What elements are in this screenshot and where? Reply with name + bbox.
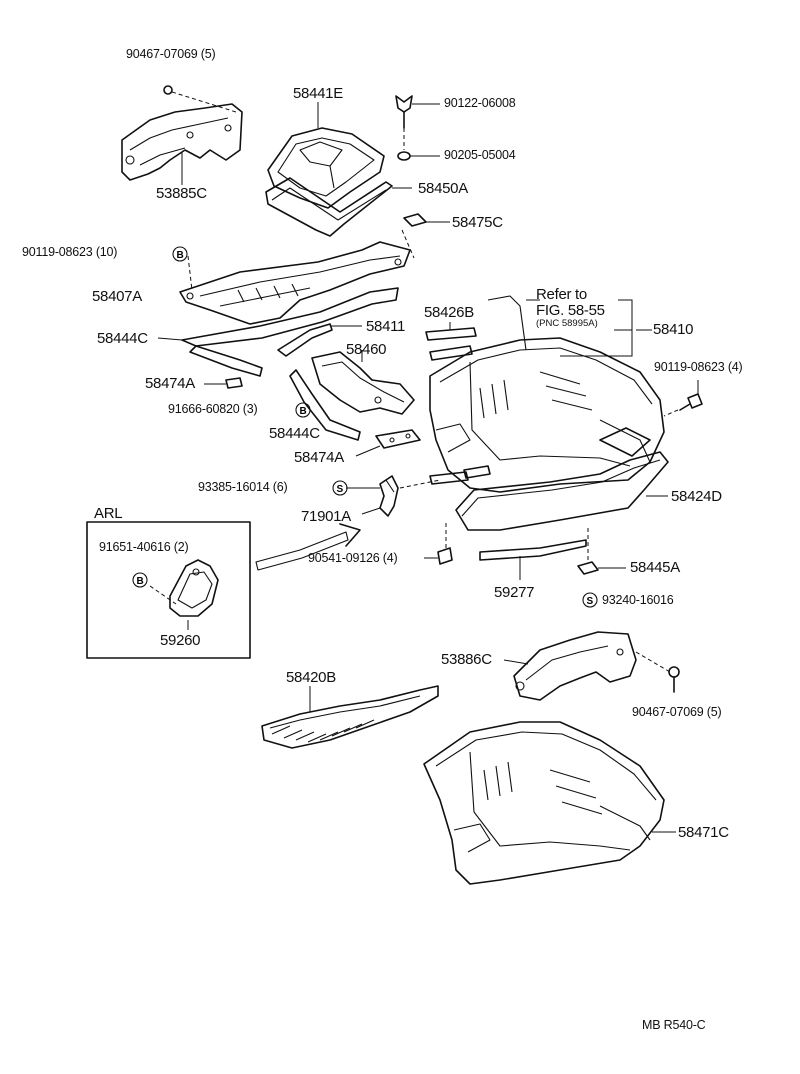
symbol-s: S — [587, 596, 594, 607]
rod-59277 — [479, 539, 587, 580]
bolt-90119-right — [663, 380, 703, 417]
label-58471c: 58471C — [678, 824, 729, 841]
screw-symbol-93385: S — [332, 480, 348, 496]
label-53885c: 53885C — [156, 185, 207, 202]
hook-71901a — [346, 475, 441, 517]
label-58475c: 58475C — [452, 214, 503, 231]
cover-58441e — [267, 102, 385, 209]
label-58411: 58411 — [366, 318, 406, 335]
bar-side — [429, 471, 469, 485]
symbol-s: S — [337, 484, 344, 495]
bracket-58411 — [277, 323, 362, 357]
symbol-b: B — [177, 250, 184, 261]
footer-code: MB R540-C — [642, 1018, 706, 1032]
label-58407a: 58407A — [92, 288, 142, 305]
strip-58426b — [425, 322, 477, 361]
label-58444c-top: 58444C — [97, 330, 148, 347]
label-91651-40616: 91651-40616 (2) — [99, 540, 189, 554]
bracket-59260 — [149, 559, 219, 630]
label-58424d: 58424D — [671, 488, 722, 505]
reinforcement-58460 — [289, 350, 415, 441]
seal-58424d — [455, 451, 669, 531]
label-58441e: 58441E — [293, 85, 343, 102]
label-refer-pnc: (PNC 58995A) — [536, 318, 598, 329]
washer-90205 — [397, 128, 440, 161]
label-90467-07069-top: 90467-07069 (5) — [126, 47, 216, 61]
symbol-b: B — [137, 576, 144, 587]
arl-box — [86, 521, 251, 659]
bolt-symbol-91651: B — [132, 572, 148, 588]
label-refer-fig: FIG. 58-55 — [536, 302, 605, 319]
bolt-90467-bottom — [668, 666, 680, 693]
label-71901a: 71901A — [301, 508, 351, 525]
label-58444c-mid: 58444C — [269, 425, 320, 442]
label-58460: 58460 — [346, 341, 387, 358]
label-58450a: 58450A — [418, 180, 468, 197]
bracket-53885c — [121, 85, 243, 185]
label-53886c: 53886C — [441, 651, 492, 668]
label-59260: 59260 — [160, 632, 201, 649]
plate-58474a-mid — [355, 429, 421, 457]
label-90119-08623-left: 90119-08623 (10) — [22, 245, 118, 259]
brace-58444c-top — [157, 287, 399, 377]
bolt-symbol-90119-left: B — [172, 246, 188, 262]
label-93240-16016: 93240-16016 — [602, 593, 674, 607]
label-90119-08623-right: 90119-08623 (4) — [654, 360, 743, 374]
seal-58450a — [265, 177, 412, 237]
label-refer-to: Refer to — [536, 286, 587, 303]
label-90541-09126: 90541-09126 (4) — [308, 551, 398, 565]
label-58474a-mid: 58474A — [294, 449, 344, 466]
crossmember-58407a — [179, 241, 411, 325]
label-90205-05004: 90205-05004 — [444, 148, 516, 162]
floor-pan-58410 — [429, 295, 665, 493]
label-58420b: 58420B — [286, 669, 336, 686]
label-58426b: 58426B — [424, 304, 474, 321]
symbol-badges: B B S B S — [132, 246, 598, 608]
label-91666-60820: 91666-60820 (3) — [168, 402, 258, 416]
arl-arrow — [255, 523, 361, 571]
label-58410: 58410 — [653, 321, 694, 338]
bracket-53886c — [503, 631, 671, 701]
undercover-58420b — [261, 685, 439, 749]
wing-bolt-90122 — [395, 95, 440, 129]
label-arl: ARL — [94, 505, 123, 522]
clip-58475c — [401, 213, 450, 259]
label-93385-16014: 93385-16014 (6) — [198, 480, 288, 494]
label-90467-07069-bottom: 90467-07069 (5) — [632, 705, 722, 719]
label-59277: 59277 — [494, 584, 535, 601]
bolt-symbol-91666: B — [295, 402, 311, 418]
label-58445a: 58445A — [630, 559, 680, 576]
refer-bracket — [526, 299, 633, 357]
label-58474a-top: 58474A — [145, 375, 195, 392]
screw-symbol-93240: S — [582, 592, 598, 608]
pad-58474a-top — [204, 377, 243, 389]
clip-58445a — [577, 528, 626, 575]
nut-90541 — [424, 520, 453, 565]
label-90122-06008: 90122-06008 — [444, 96, 516, 110]
symbol-b: B — [300, 406, 307, 417]
panel-58471c — [423, 721, 676, 885]
